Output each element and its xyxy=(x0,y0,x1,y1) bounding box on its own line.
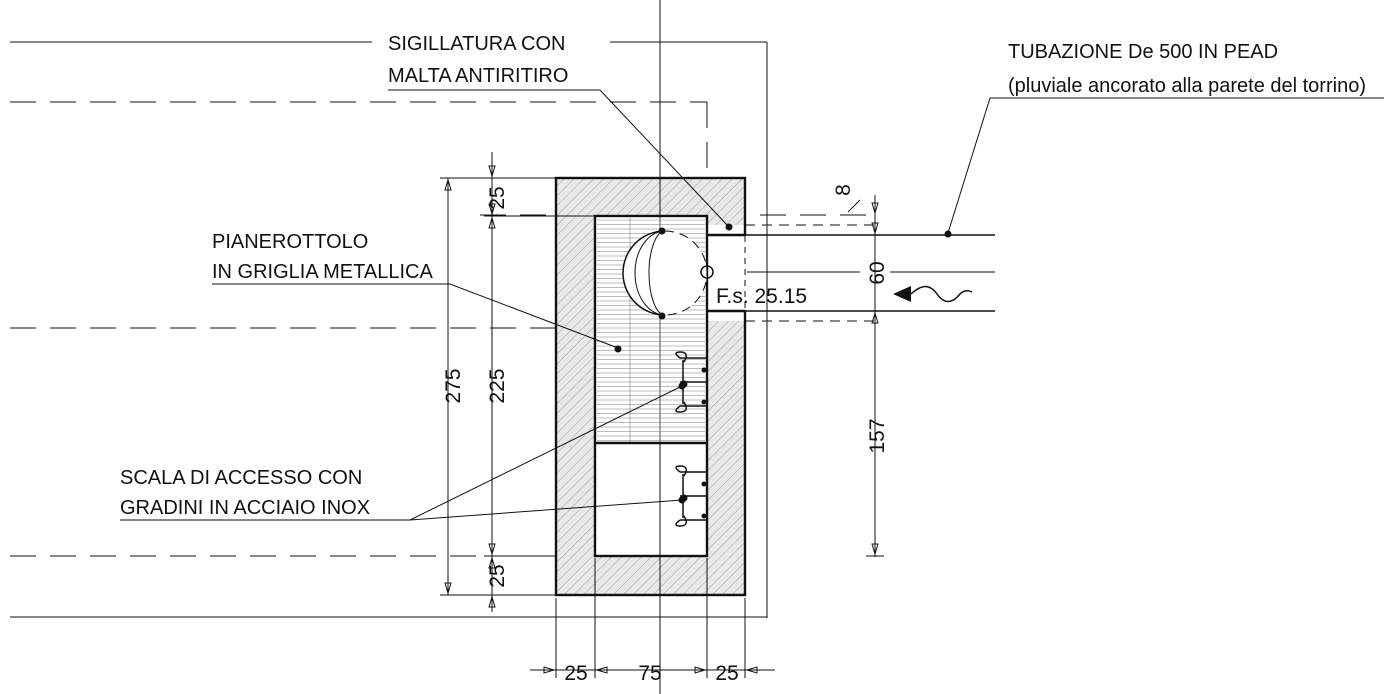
annotations: SIGILLATURA CON MALTA ANTIRITIRO TUBAZIO… xyxy=(120,33,1366,685)
elevation-label: F.s. 25.15 xyxy=(716,285,807,308)
dim-total-height: 275 xyxy=(442,368,465,403)
dim-inner-width: 75 xyxy=(638,662,661,685)
dim-inner-height: 225 xyxy=(486,368,509,403)
dim-left-wall: 25 xyxy=(564,662,587,685)
ladder-lower xyxy=(675,465,707,527)
landing-label-line1: PIANEROTTOLO xyxy=(212,231,368,253)
sealing-label-line1: SIGILLATURA CON xyxy=(388,33,565,55)
dim-bottom-wall: 25 xyxy=(486,564,509,587)
dimension-lines xyxy=(440,152,973,678)
dim-top-wall: 25 xyxy=(486,186,509,209)
ladder-label-line1: SCALA DI ACCESSO CON xyxy=(120,467,362,489)
dim-pipe-diameter: 60 xyxy=(866,261,889,284)
landing-label-line2: IN GRIGLIA METALLICA xyxy=(212,261,433,283)
leaders xyxy=(120,89,1384,521)
wavy-arrow-left-icon xyxy=(893,285,973,303)
manhole-walls xyxy=(554,160,747,598)
context-lines xyxy=(10,0,880,694)
dim-right-wall: 25 xyxy=(715,662,738,685)
dim-pipe-small: 8 xyxy=(832,184,855,196)
pipe-label-line1: TUBAZIONE De 500 IN PEAD xyxy=(1008,41,1278,63)
sealing-label-line2: MALTA ANTIRITIRO xyxy=(388,65,568,87)
dim-pipe-below: 157 xyxy=(866,418,889,453)
ladder-upper xyxy=(675,351,707,413)
ladder-label-line2: GRADINI IN ACCIAIO INOX xyxy=(120,497,370,519)
pipe-label-line2: (pluviale ancorato alla parete del torri… xyxy=(1008,75,1366,97)
pipe-mouth xyxy=(622,227,714,320)
